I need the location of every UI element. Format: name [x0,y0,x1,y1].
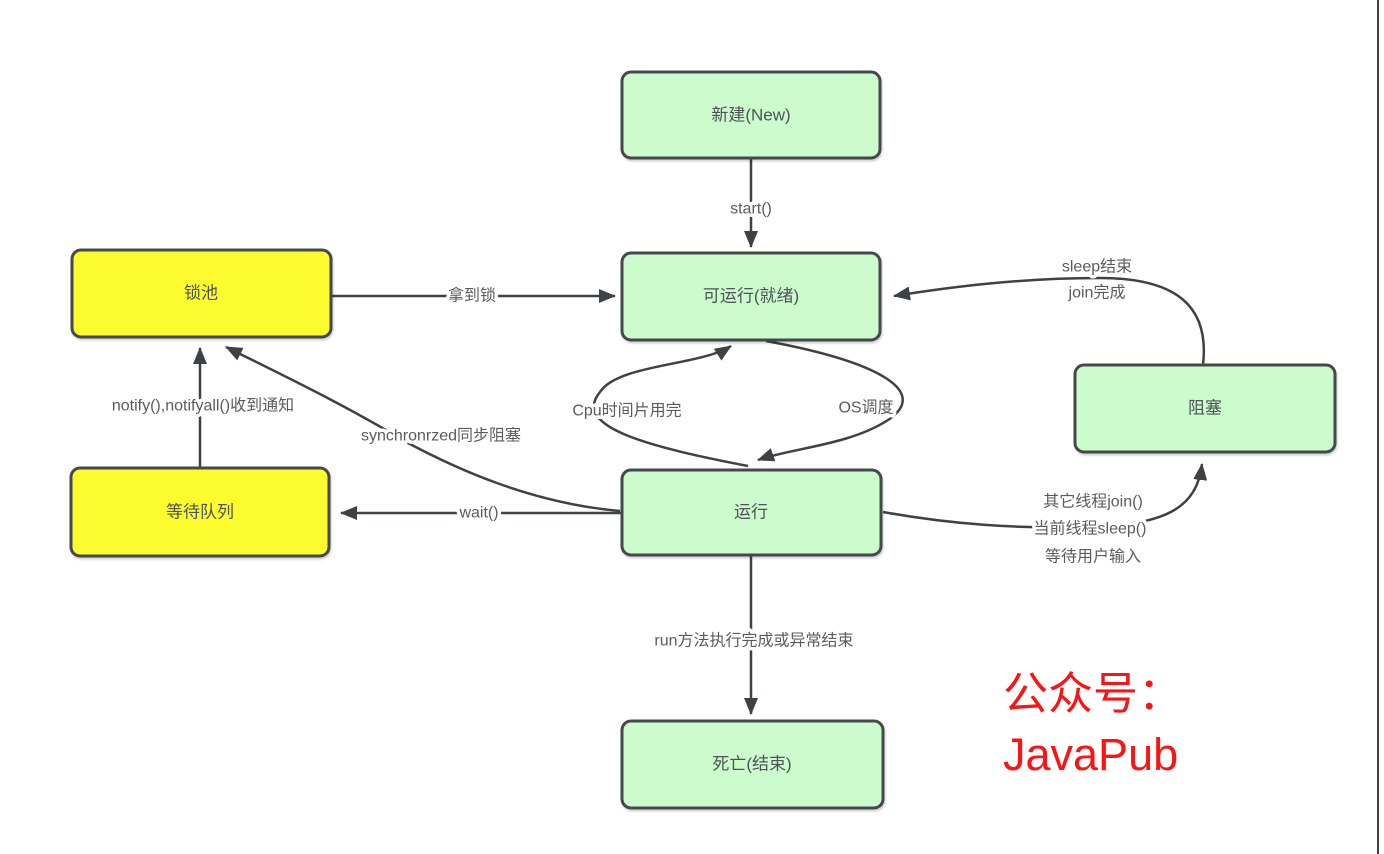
edge-label-notify: notify(),notifyall()收到通知 [112,397,294,415]
state-label-blocked: 阻塞 [1188,399,1222,418]
edge-sleep-join-done [893,276,1206,366]
edge-label-cpu-slice: Cpu时间片用完 [572,402,681,420]
edge-cpu-slice [592,344,749,468]
state-label-dead: 死亡(结束) [712,755,791,774]
edge-label-sleep-done: sleep结束 [1062,258,1132,276]
edge-label-other-thread-join: 其它线程join() [1043,493,1143,511]
state-box-new [620,70,882,160]
state-box-dead [620,719,885,810]
edge-label-current-thread-sleep: 当前线程sleep() [1034,520,1147,538]
state-box-blocked [1073,363,1337,454]
state-label-new: 新建(New) [711,106,790,125]
edge-label-start: start() [730,201,772,218]
edge-label-os-schedule: OS调度 [838,399,893,417]
state-box-running [620,468,883,557]
state-label-lock-pool: 锁池 [184,284,218,303]
edge-label-wait-user-input: 等待用户输入 [1045,548,1141,566]
edge-label-wait: wait() [458,505,498,522]
edge-os-schedule [757,339,904,462]
edge-label-acquire-lock: 拿到锁 [448,286,496,305]
edge-label-synchronized: synchronrzed同步阻塞 [361,427,521,445]
edge-label-join-done: join完成 [1068,284,1126,302]
state-label-running: 运行 [734,503,768,522]
edge-synchronized [225,345,621,513]
state-label-runnable: 可运行(就绪) [703,287,799,306]
state-box-wait-queue [69,466,331,558]
watermark-line2: JavaPub [1003,729,1178,780]
edge-to-blocked [882,463,1208,529]
watermark-line1: 公众号： [1003,668,1183,719]
state-box-runnable [620,251,882,342]
state-label-wait-queue: 等待队列 [166,503,234,522]
state-box-lock-pool [70,248,333,339]
edge-label-run-complete: run方法执行完成或异常结束 [654,632,853,650]
